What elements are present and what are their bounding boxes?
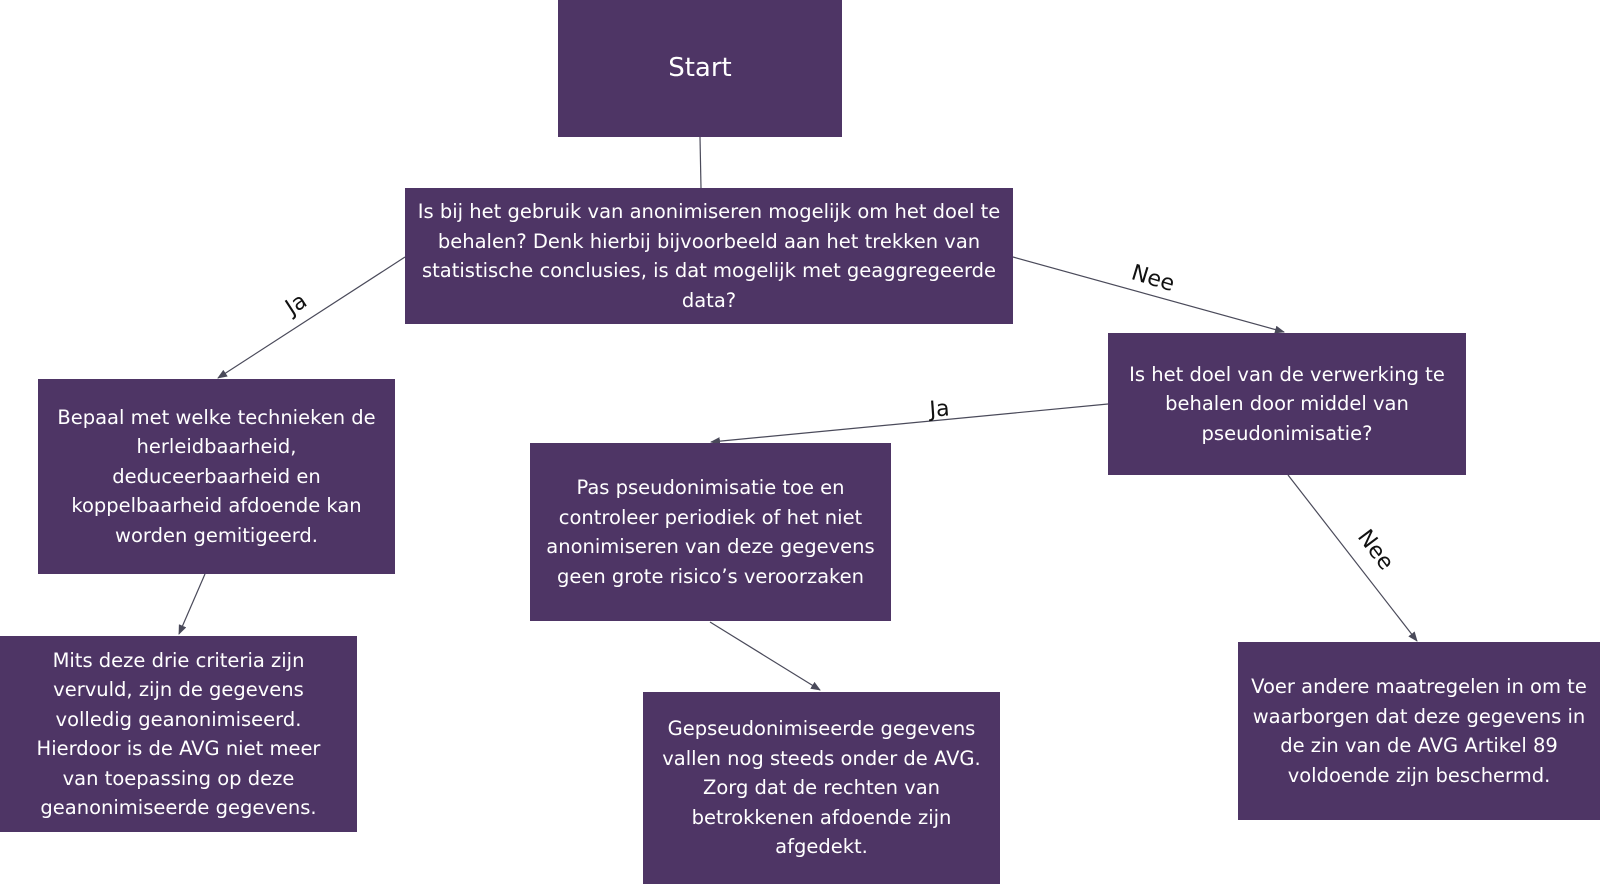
start-node: Start: [558, 0, 842, 137]
other-measures-node: Voer andere maatregelen in om te waarbor…: [1238, 642, 1600, 820]
edge-q2-to-b1: [710, 403, 1109, 446]
determine-techniques-text: Bepaal met welke technieken de herleidba…: [57, 405, 376, 547]
pseudonymised-avg-node: Gepseudonimiseerde gegevens vallen nog s…: [643, 692, 1000, 884]
start-node-text: Start: [668, 52, 732, 83]
label-q1-yes: Ja: [280, 289, 312, 322]
fully-anonymised-node: Mits deze drie criteria zijn vervuld, zi…: [0, 636, 357, 832]
label-q2-no: Nee: [1352, 525, 1398, 575]
other-measures-text: Voer andere maatregelen in om te waarbor…: [1251, 675, 1587, 787]
edge-b1-to-b2: [709, 621, 821, 691]
fully-anonymised-text: Mits deze drie criteria zijn vervuld, zi…: [36, 648, 321, 820]
edge-q2-to-c1: [1287, 474, 1418, 642]
apply-pseudonymisation-node: Pas pseudonimisatie toe en controleer pe…: [530, 443, 891, 621]
label-q1-no: Nee: [1128, 260, 1177, 297]
question-anonymisation-text: Is bij het gebruik van anonimiseren moge…: [417, 200, 1001, 312]
edge-a1-to-a2: [178, 573, 206, 635]
question-anonymisation-node: Is bij het gebruik van anonimiseren moge…: [405, 188, 1013, 324]
apply-pseudonymisation-text: Pas pseudonimisatie toe en controleer pe…: [546, 476, 875, 588]
question-pseudonymisation-node: Is het doel van de verwerking te behalen…: [1108, 333, 1466, 475]
edge-q1-to-q2: [1012, 256, 1285, 334]
label-q2-yes: Ja: [927, 396, 951, 422]
edge-start-to-q1: [699, 136, 702, 189]
question-pseudonymisation-text: Is het doel van de verwerking te behalen…: [1129, 362, 1445, 445]
edge-q1-to-a1: [217, 256, 406, 379]
pseudonymised-avg-text: Gepseudonimiseerde gegevens vallen nog s…: [662, 717, 981, 859]
determine-techniques-node: Bepaal met welke technieken de herleidba…: [38, 379, 395, 574]
